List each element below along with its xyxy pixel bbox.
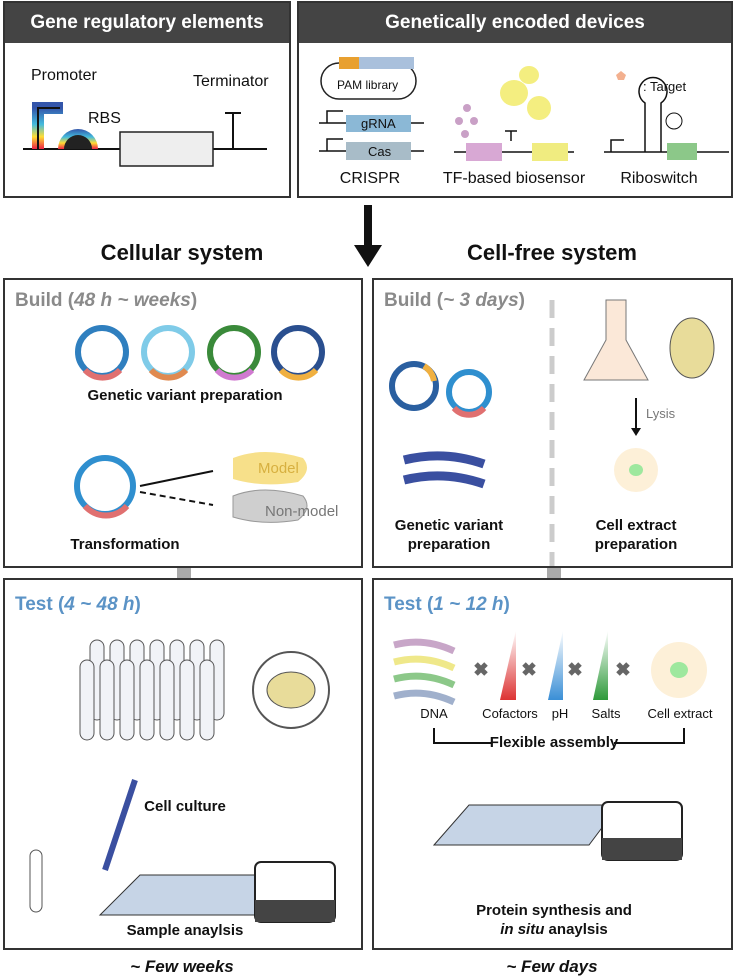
terminator-label: Terminator [193, 73, 269, 90]
assembly-label: Flexible assembly [489, 734, 619, 751]
promoter-icon [37, 107, 60, 149]
multiply-icon [474, 662, 630, 676]
culture-illustration [29, 639, 336, 923]
extract-prep-label: Cell extract preparation [594, 517, 678, 553]
cellfree-test-panel: Test (1 ~ 12 h) DNA Cofactors pH Salts C… [372, 578, 733, 950]
build-heading: Build (48 h ~ weeks) [15, 290, 198, 311]
lysis-label: Lysis [646, 406, 676, 421]
down-arrow-icon [354, 205, 382, 267]
devices-illustration [319, 57, 729, 161]
cellular-test-panel: Test (4 ~ 48 h) Cell culture Sample anay… [3, 578, 363, 950]
rbs-label: RBS [88, 110, 121, 127]
cellfree-build-illustration [389, 299, 715, 566]
dna-label: DNA [420, 706, 448, 721]
grna-label: gRNA [361, 116, 396, 131]
gene-box [119, 131, 214, 167]
crispr-label: CRISPR [339, 170, 401, 187]
pam-label: PAM library [337, 78, 399, 92]
transformation-label: Transformation [70, 536, 180, 553]
synthesis-label-2: in situ anaylsis [500, 921, 608, 938]
riboswitch-label: Riboswitch [620, 170, 698, 187]
cellular-build-panel: Build (48 h ~ weeks) Genetic variant pre… [3, 278, 363, 568]
cellfree-system-title: Cell-free system [467, 240, 637, 265]
cas-label: Cas [368, 144, 392, 159]
devices-panel: Genetically encoded devices : Target PAM… [297, 1, 733, 198]
salts-label: Salts [591, 706, 621, 721]
panel-title: Gene regulatory elements [5, 3, 289, 43]
synthesis-label: Protein synthesis and [476, 902, 632, 919]
cellular-system-title: Cellular system [100, 240, 264, 265]
panel-title: Genetically encoded devices [299, 3, 731, 43]
cell-extract-label: Cell extract [647, 706, 713, 721]
test-heading: Test (1 ~ 12 h) [384, 594, 510, 615]
rbs-icon [64, 135, 92, 149]
cellfree-duration: ~ Few days [506, 957, 598, 976]
variant-label: Genetic variant preparation [87, 387, 283, 404]
plasmids-illustration [74, 325, 325, 523]
tf-biosensor-label: TF-based biosensor [442, 170, 586, 187]
cellular-duration: ~ Few weeks [130, 957, 234, 976]
terminator-icon [225, 112, 241, 149]
build-heading: Build (~ 3 days) [384, 290, 525, 311]
promoter-label: Promoter [31, 67, 97, 84]
gene-regulatory-panel: Gene regulatory elements Promoter RBS Te… [3, 1, 291, 198]
gene-circuit-illustration [23, 102, 267, 167]
variant-label: Genetic variant preparation [394, 517, 504, 553]
assembly-illustration [393, 630, 707, 861]
culture-label: Cell culture [144, 798, 226, 815]
cellfree-build-panel: Build (~ 3 days) Lysis Genetic variant p… [372, 278, 733, 568]
ph-label: pH [551, 706, 569, 721]
test-heading: Test (4 ~ 48 h) [15, 594, 141, 615]
nonmodel-label: Non-model [265, 503, 339, 520]
model-label: Model [258, 460, 299, 477]
target-icon [616, 71, 626, 80]
target-legend: : Target [643, 79, 687, 94]
cofactors-label: Cofactors [482, 706, 538, 721]
sample-label: Sample anaylsis [126, 922, 244, 939]
